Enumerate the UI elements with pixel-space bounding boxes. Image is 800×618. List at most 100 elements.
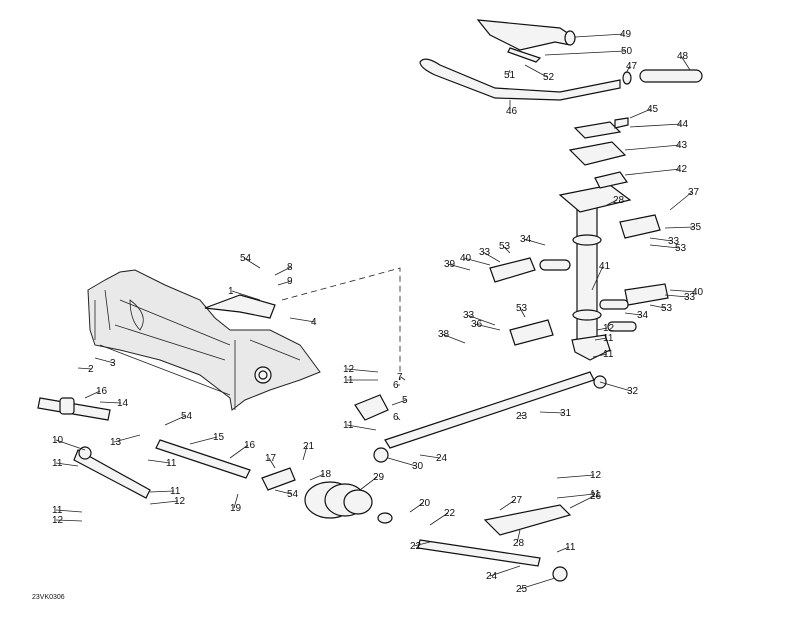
frame-assembly (87, 269, 321, 411)
callout-number: 45 (647, 104, 659, 115)
callout-leader (591, 265, 604, 291)
callout-number: 33 (479, 247, 491, 258)
callout-number: 51 (504, 70, 516, 81)
callout-leader (556, 546, 570, 553)
callout-number: 15 (213, 432, 225, 443)
callout-number: 48 (677, 51, 689, 62)
callout-leader (387, 457, 417, 467)
callout-leader (289, 317, 316, 323)
callout-number: 11 (170, 486, 181, 497)
callout-leader (604, 199, 618, 207)
callout-number: 11 (590, 489, 601, 500)
callout-number: 49 (620, 29, 632, 40)
callout-number: 52 (543, 72, 555, 83)
callout-number: 26 (590, 491, 602, 502)
callout-number: 37 (688, 187, 700, 198)
callout-number: 41 (599, 261, 611, 272)
callout-number: 54 (287, 489, 299, 500)
callout-leader (189, 436, 218, 445)
callout-leader (489, 565, 521, 577)
callout-leader (149, 500, 179, 505)
callout-leader (231, 290, 261, 301)
callout-leader (474, 323, 501, 331)
callout-number: 29 (373, 472, 385, 483)
callout-leader (669, 191, 693, 211)
drawing-code: 23VK0306 (32, 594, 65, 601)
callout-number: 34 (637, 310, 649, 321)
steering-boot (304, 481, 393, 524)
callout-leader (507, 69, 511, 76)
callout-leader (649, 304, 666, 309)
callout-number: 22 (444, 508, 456, 519)
callout-number: 53 (661, 303, 673, 314)
link-arms (489, 214, 669, 346)
callout-leader (447, 263, 471, 271)
callout-leader (149, 490, 175, 493)
callout-number: 42 (676, 164, 688, 175)
callout-number: 4 (311, 317, 317, 328)
callout-number: 28 (513, 538, 525, 549)
callout-leader (229, 444, 249, 459)
callout-leader (463, 257, 491, 266)
callout-leader (268, 457, 276, 469)
callout-leader (625, 65, 631, 74)
callout-number: 16 (244, 440, 256, 451)
callout-number: 11 (52, 458, 63, 469)
callout-leader (596, 327, 608, 331)
callout-number: 33 (668, 236, 680, 247)
callout-leader (594, 337, 608, 341)
callout-leader (629, 123, 682, 128)
callout-leader (391, 399, 407, 406)
callout-leader (77, 367, 93, 370)
callout-number: 23 (516, 411, 528, 422)
callout-leader (309, 473, 325, 481)
callout-leader (147, 459, 171, 464)
callout-leader (629, 108, 652, 119)
callout-leader (544, 50, 626, 56)
callout-leader (664, 294, 689, 298)
callout-number: 32 (627, 386, 639, 397)
callout-leader (429, 512, 449, 526)
callout-number: 6 (393, 380, 399, 391)
callout-number: 24 (486, 571, 498, 582)
callout-leader (624, 312, 642, 316)
callout-leader (502, 245, 511, 254)
callout-leader (99, 401, 122, 404)
callout-leader (346, 424, 377, 431)
callout-number: 9 (287, 276, 293, 287)
callout-number: 50 (621, 46, 633, 57)
callout-leader (277, 280, 292, 286)
callout-leader (233, 493, 239, 509)
callout-number: 54 (181, 411, 193, 422)
callout-number: 16 (96, 386, 108, 397)
callout-number: 25 (516, 584, 528, 595)
callout-number: 28 (613, 195, 625, 206)
alignment-dash-line (281, 267, 401, 380)
callout-leader (669, 289, 697, 293)
callout-number: 18 (320, 469, 332, 480)
callout-number: 21 (303, 441, 315, 452)
callout-number: 3 (110, 358, 116, 369)
callout-number: 24 (436, 453, 448, 464)
callout-number: 39 (444, 259, 456, 270)
callout-leader (55, 462, 79, 467)
callout-number: 2 (88, 364, 94, 375)
callout-leader (466, 314, 496, 326)
callout-number: 11 (52, 505, 63, 516)
callout-leader (419, 454, 441, 459)
callout-leader (524, 64, 548, 78)
callout-number: 17 (265, 453, 277, 464)
callout-leader (396, 416, 401, 421)
callout-leader (55, 519, 83, 522)
callout-leader (84, 390, 101, 399)
callout-leader (94, 357, 115, 364)
callout-number: 11 (565, 542, 576, 553)
callout-number: 6 (393, 412, 399, 423)
callout-leader (164, 415, 186, 426)
callout-number: 46 (506, 106, 518, 117)
callout-leader (574, 33, 625, 38)
callout-number: 40 (692, 287, 704, 298)
callout-leader (413, 541, 431, 547)
callout-leader (499, 499, 516, 511)
